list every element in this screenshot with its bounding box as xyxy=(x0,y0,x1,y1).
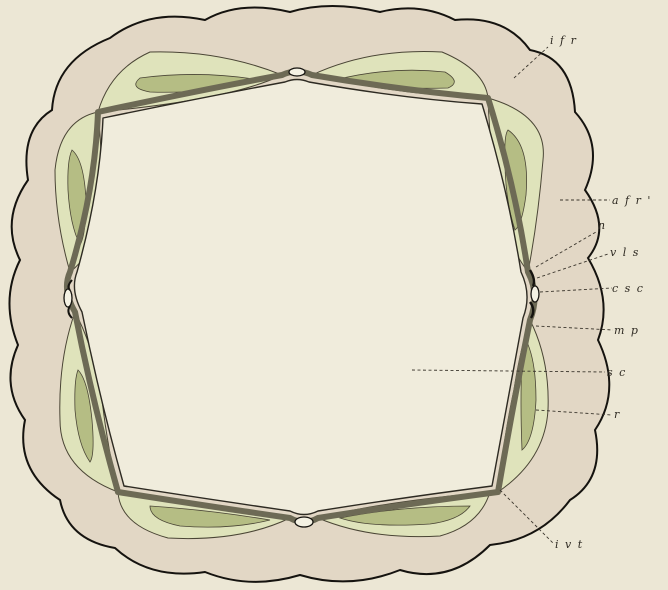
nerve-cord-bottom xyxy=(295,517,313,527)
label-ifr: i f r xyxy=(550,34,577,47)
label-r: r xyxy=(614,408,621,421)
central-cavity xyxy=(74,80,527,515)
label-n: n xyxy=(598,219,607,232)
label-csc: c s c xyxy=(612,282,644,295)
nerve-cord-top xyxy=(289,68,305,76)
label-vls: v l s xyxy=(610,246,640,259)
label-afr: a f r ' xyxy=(612,194,652,207)
nerve-cord-right xyxy=(531,286,539,302)
label-ivt: i v t xyxy=(555,538,584,551)
label-mp: m p xyxy=(614,324,639,337)
label-sc: s c xyxy=(607,366,627,379)
nerve-cord-left xyxy=(64,289,72,307)
